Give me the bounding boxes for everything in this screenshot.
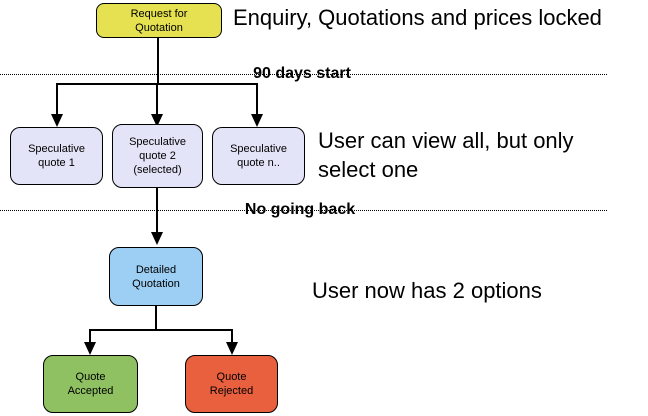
node-speculative-quote-n: Speculative quote n.. [212, 127, 305, 185]
node-label: Speculative quote 1 [28, 143, 85, 169]
annotation-prices-locked: Enquiry, Quotations and prices locked [233, 5, 602, 30]
connector-drop-spec1 [56, 83, 58, 116]
node-label: Speculative quote n.. [230, 143, 287, 169]
arrowhead-spec2-icon [151, 114, 163, 127]
arrowhead-specn-icon [251, 114, 263, 127]
connector-spec2-detailed [156, 188, 158, 234]
milestone-line-90-days [0, 74, 607, 75]
node-label: Speculative quote 2 (selected) [129, 136, 186, 176]
milestone-no-going-back: No going back [244, 201, 356, 218]
node-speculative-quote-2-selected: Speculative quote 2 (selected) [112, 124, 203, 188]
connector-branch-bottom [89, 329, 233, 331]
connector-detailed-down [155, 306, 157, 331]
arrowhead-detailed-icon [151, 232, 163, 245]
arrowhead-rejected-icon [226, 342, 238, 355]
node-speculative-quote-1: Speculative quote 1 [10, 127, 103, 185]
milestone-90-days-start: 90 days start [253, 65, 351, 82]
node-quote-rejected: Quote Rejected [185, 355, 278, 413]
node-quote-accepted: Quote Accepted [43, 355, 138, 413]
annotation-view-all: User can view all, but only select one [318, 128, 574, 182]
arrowhead-accepted-icon [84, 342, 96, 355]
connector-drop-spec2 [156, 83, 158, 116]
connector-drop-rejected [231, 329, 233, 344]
connector-request-down [157, 38, 159, 84]
milestone-line-no-go-back [0, 210, 607, 211]
connector-drop-accepted [89, 329, 91, 344]
annotation-two-options: User now has 2 options [312, 278, 542, 303]
arrowhead-spec1-icon [51, 114, 63, 127]
node-label: Detailed Quotation [132, 263, 180, 290]
node-label: Quote Rejected [209, 371, 254, 397]
node-request-for-quotation: Request for Quotation [96, 3, 222, 38]
node-label: Quote Accepted [67, 371, 114, 397]
node-detailed-quotation: Detailed Quotation [109, 247, 203, 306]
node-label: Request for Quotation [130, 7, 188, 34]
connector-drop-specn [256, 83, 258, 116]
